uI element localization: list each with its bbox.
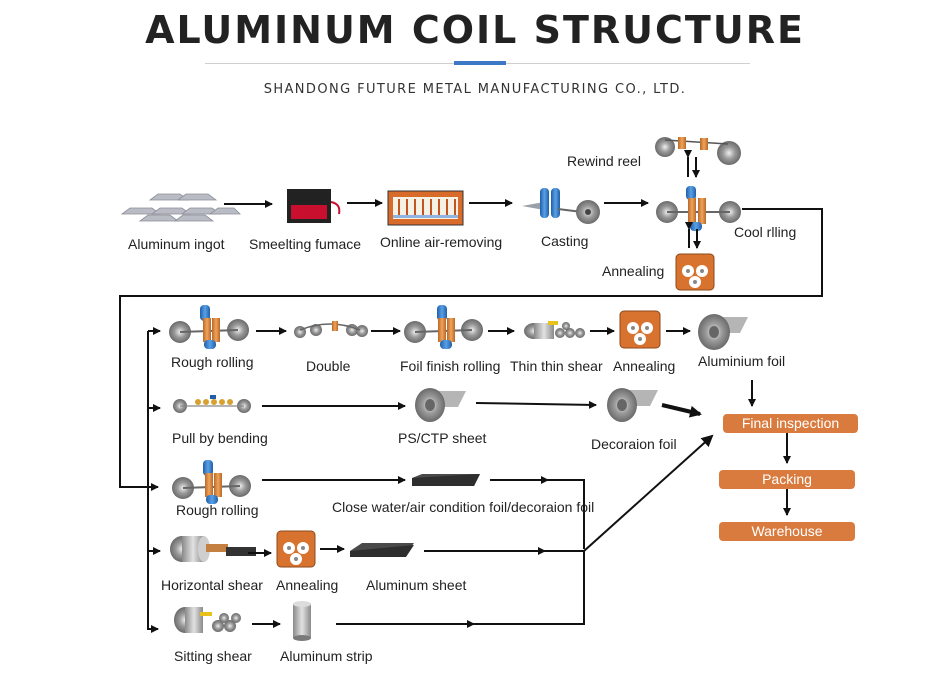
label-rough-rolling-1: Rough rolling — [171, 354, 254, 370]
label-annealing-row1: Annealing — [613, 358, 676, 374]
annealing-furnace-icon — [675, 253, 715, 291]
title-accent-bar — [454, 61, 506, 65]
rough-rolling-mill-icon — [172, 460, 251, 504]
label-rewind-reel: Rewind reel — [567, 153, 641, 169]
rough-rolling-mill-icon — [169, 305, 249, 349]
label-ps-ctp-sheet: PS/CTP sheet — [398, 430, 487, 446]
label-double: Double — [306, 358, 351, 374]
page-title: ALUMINUM COIL STRUCTURE — [145, 8, 805, 52]
annealing-furnace-icon — [276, 530, 316, 568]
thin-shear-machine-icon — [524, 321, 585, 339]
company-subtitle: SHANDONG FUTURE METAL MANUFACTURING CO.,… — [263, 82, 687, 97]
label-sitting-shear: Sitting shear — [174, 648, 252, 664]
label-horizontal-shear: Horizontal shear — [161, 577, 263, 593]
foil-finish-rolling-mill-icon — [404, 305, 483, 349]
label-annealing-top: Annealing — [602, 263, 665, 279]
rewind-reel-icon — [655, 137, 741, 165]
annealing-furnace-icon — [619, 310, 661, 349]
cool-rolling-mill-icon — [656, 186, 741, 231]
swap-arrows-icon — [684, 150, 700, 178]
decoration-foil-coil-icon — [607, 388, 658, 422]
label-smelting-furnace: Smeelting fumace — [249, 236, 362, 252]
label-annealing-row4: Annealing — [276, 577, 339, 593]
slitting-shear-machine-icon — [174, 607, 241, 633]
packing-box: Packing — [719, 470, 855, 489]
aluminum-strip-coil-icon — [293, 601, 311, 641]
label-decoration-foil: Decoraion foil — [591, 436, 677, 452]
label-cool-rolling: Cool rlling — [734, 224, 797, 240]
aluminum-ingot-icon — [120, 193, 241, 222]
label-air-removing: Online air-removing — [380, 234, 503, 250]
doubling-machine-icon — [294, 321, 368, 338]
warehouse-box: Warehouse — [719, 522, 855, 541]
label-aluminium-foil: Aluminium foil — [698, 353, 786, 369]
horizontal-shear-machine-icon — [170, 536, 256, 562]
ps-ctp-sheet-coil-icon — [415, 388, 466, 422]
label-casting: Casting — [541, 233, 589, 249]
aluminium-foil-coil-icon — [698, 314, 748, 350]
casting-machine-icon — [522, 188, 600, 224]
final-inspection-box: Final inspection — [723, 414, 858, 433]
air-removing-tank-icon — [387, 190, 464, 226]
swap-arrows-icon — [685, 222, 701, 249]
label-aluminum-ingot: Aluminum ingot — [128, 236, 225, 252]
bold-arrow-to-inspection — [661, 403, 702, 418]
smelting-furnace-icon — [287, 189, 341, 223]
aluminum-plate-icon — [412, 474, 480, 486]
pull-bending-machine-icon — [173, 395, 251, 413]
label-aluminum-strip: Aluminum strip — [280, 648, 373, 664]
flow-arrows — [119, 199, 823, 633]
label-pull-by-bending: Pull by bending — [172, 430, 268, 446]
label-foil-finish-rolling: Foil finish rolling — [400, 358, 501, 374]
label-thin-shear: Thin thin shear — [510, 358, 603, 374]
label-rough-rolling-2: Rough rolling — [176, 502, 259, 518]
aluminum-sheet-icon — [350, 543, 414, 557]
label-close-water-foil: Close water/air condition foil/decoraion… — [332, 499, 595, 515]
label-aluminum-sheet: Aluminum sheet — [366, 577, 467, 593]
